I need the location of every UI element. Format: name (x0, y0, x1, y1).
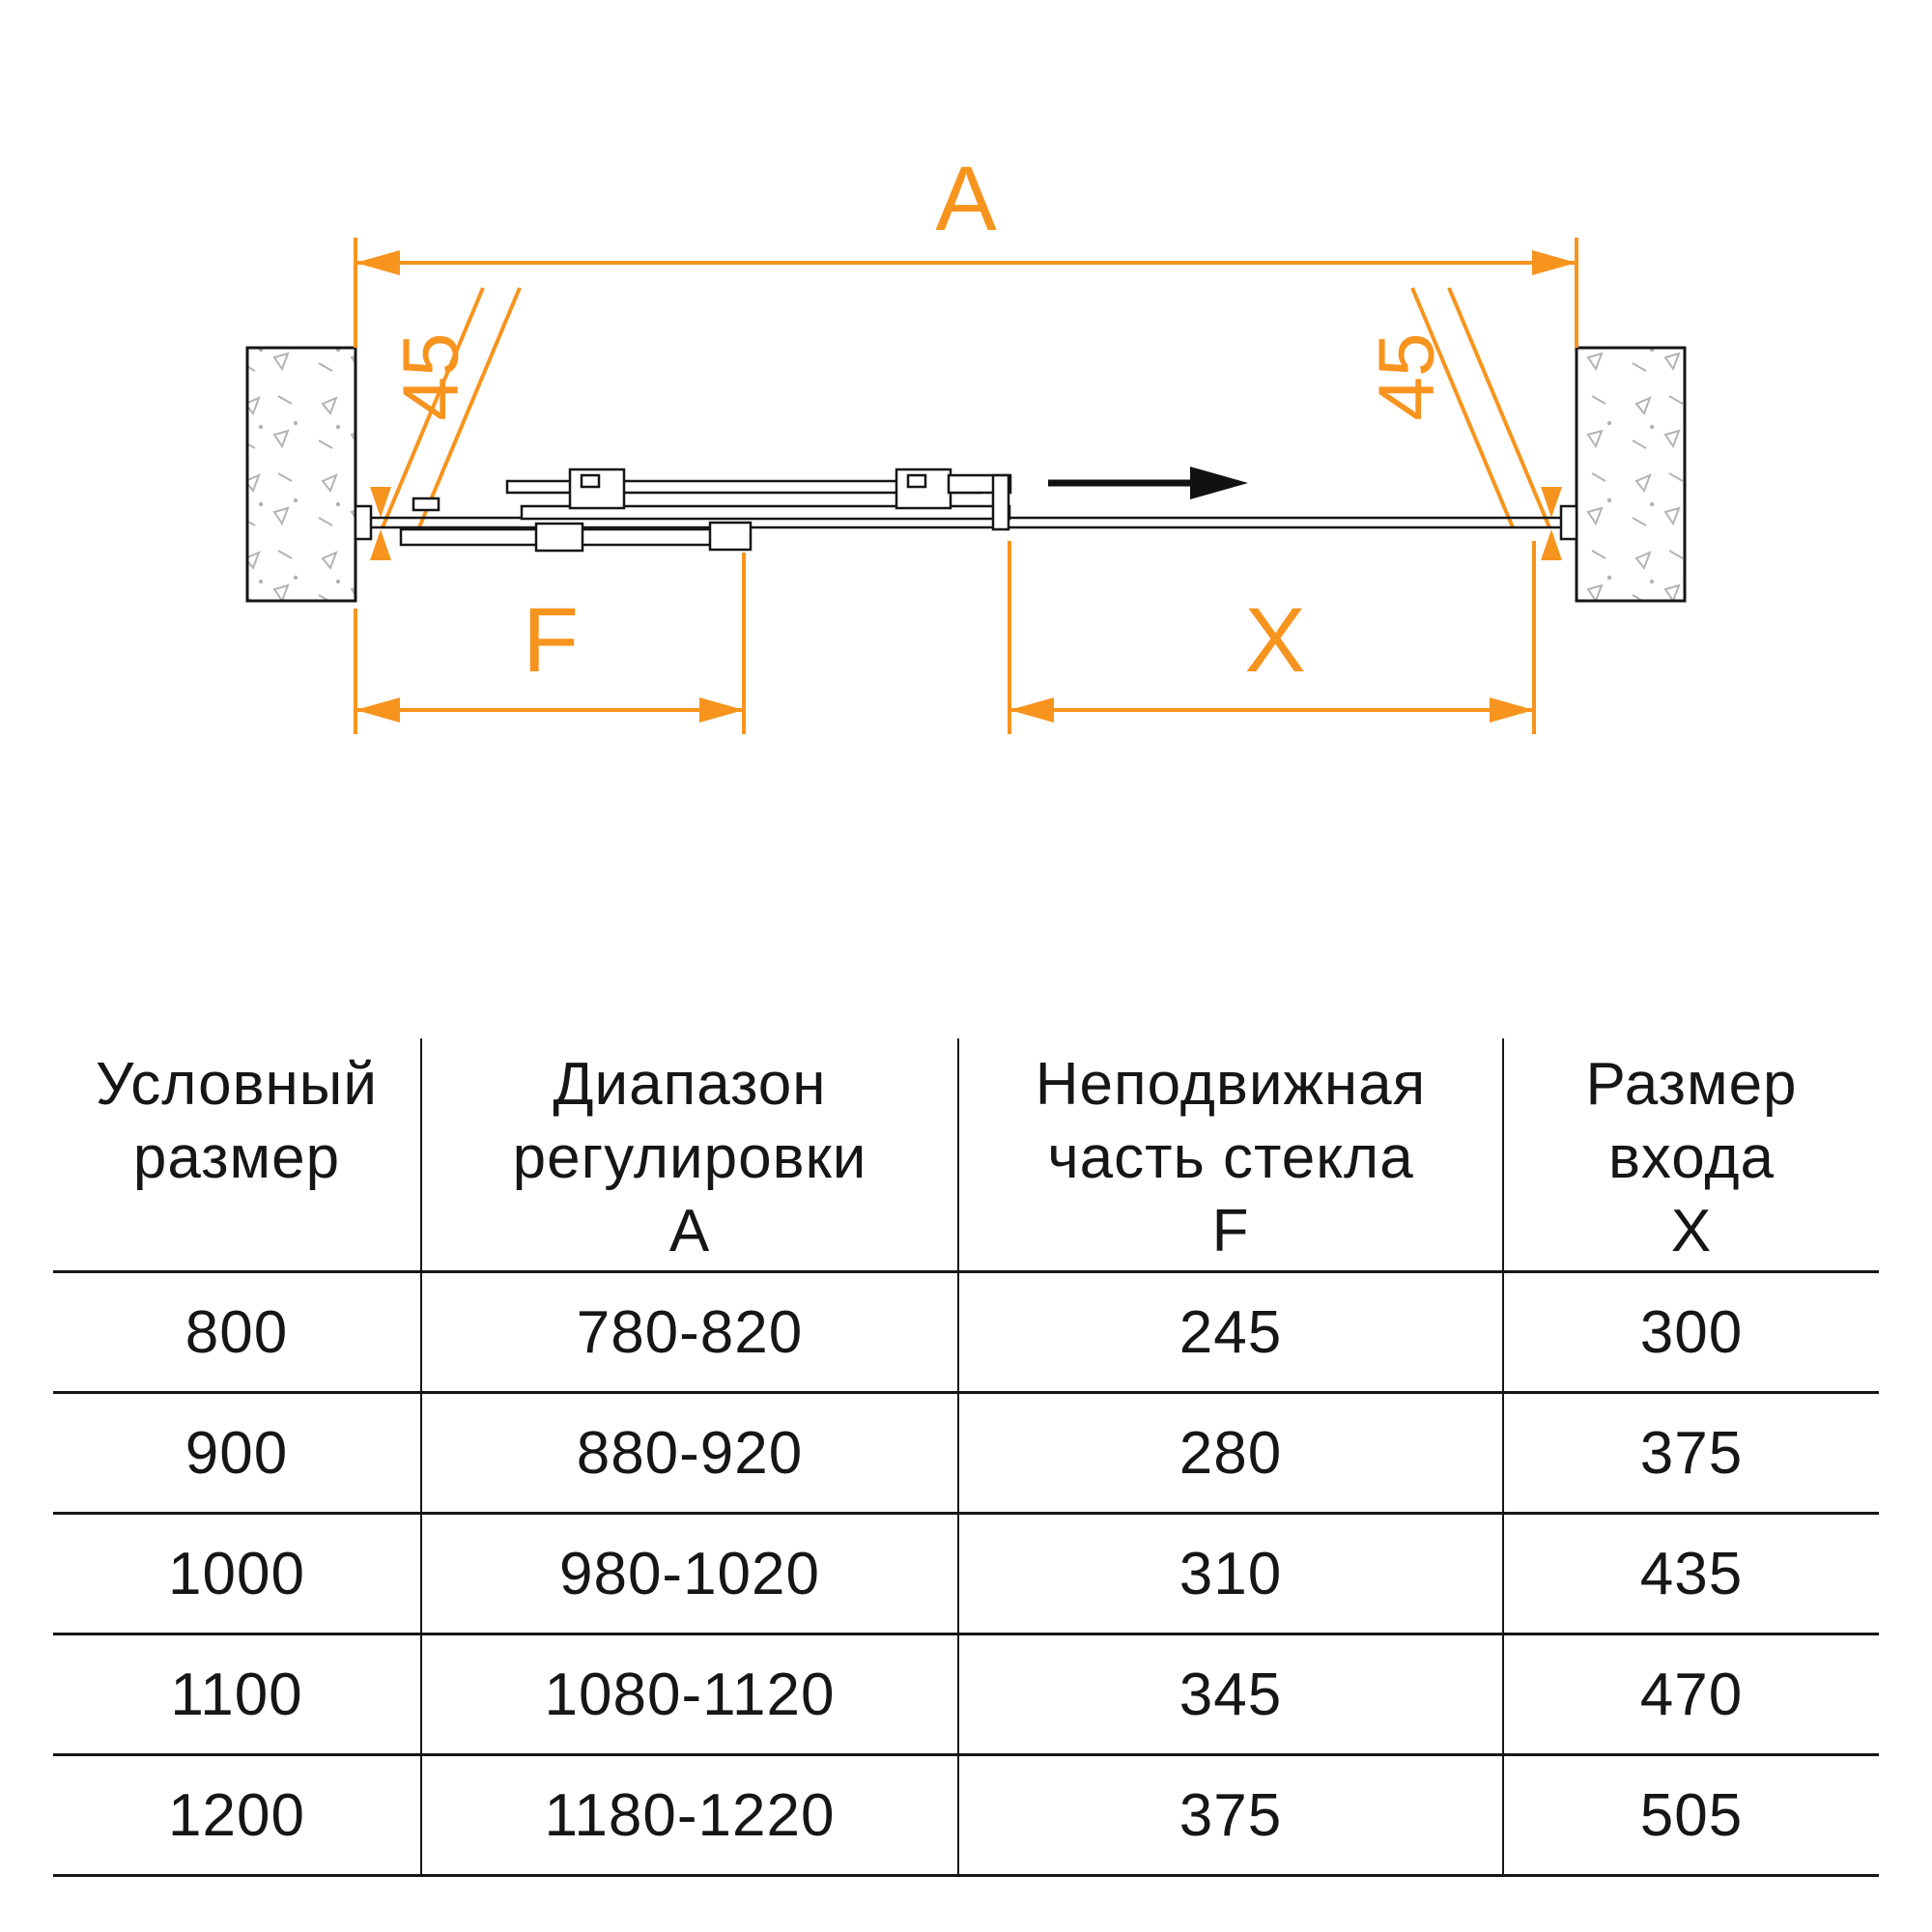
cell-entry-size: 300 (1504, 1273, 1879, 1394)
col-header-entry-size: Размер входа Х (1504, 1038, 1879, 1273)
dimension-a-label: A (935, 148, 997, 250)
cell-nominal-size: 900 (53, 1394, 422, 1515)
header-line: Условный (96, 1051, 378, 1118)
dimension-45-left-label: 45 (387, 332, 475, 420)
col-header-adjust-range: Диапазон регулировки А (422, 1038, 959, 1273)
cell-adjust-range: 1180-1220 (422, 1756, 959, 1877)
door-mechanism (354, 468, 1578, 553)
dimension-45-right-label: 45 (1363, 332, 1451, 420)
dim-f-arrow-right (699, 697, 744, 723)
slide-arrow-head (1190, 467, 1248, 499)
cell-entry-size: 505 (1504, 1756, 1879, 1877)
cell-entry-size: 470 (1504, 1635, 1879, 1756)
cell-adjust-range: 980-1020 (422, 1515, 959, 1635)
cell-nominal-size: 1000 (53, 1515, 422, 1635)
slide-direction-arrow (1048, 467, 1248, 499)
header-line: А (668, 1198, 711, 1264)
right-wall-profile (1559, 504, 1578, 541)
dim-45-right-arrow-up (1541, 529, 1562, 560)
size-table: Условный размер Диапазон регулировки А Н… (53, 1038, 1879, 1877)
cell-adjust-range: 880-920 (422, 1394, 959, 1515)
cell-fixed-glass: 375 (959, 1756, 1504, 1877)
roller-left-detail (580, 473, 601, 489)
dimension-f (354, 553, 746, 734)
header-line: Размер (1585, 1051, 1798, 1118)
header-line: размер (132, 1124, 341, 1191)
fixed-panel-holder (412, 497, 440, 512)
cell-nominal-size: 1200 (53, 1756, 422, 1877)
dimension-45-left (370, 287, 522, 560)
header-line: часть стекла (1047, 1124, 1414, 1191)
dim-45-left-leader-2 (417, 287, 522, 528)
cell-entry-size: 435 (1504, 1515, 1879, 1635)
cell-fixed-glass: 280 (959, 1394, 1504, 1515)
header-line: F (1211, 1198, 1250, 1264)
dimension-45-right (1410, 287, 1562, 560)
dim-45-left-arrow-up (370, 529, 391, 560)
dimension-a (354, 238, 1578, 348)
cell-fixed-glass: 245 (959, 1273, 1504, 1394)
cell-adjust-range: 780-820 (422, 1273, 959, 1394)
dim-45-right-leader-2 (1410, 287, 1515, 528)
installation-diagram: A 45 45 (245, 148, 1687, 734)
col-header-nominal-size: Условный размер (53, 1038, 422, 1273)
glass-clamp-left (534, 522, 584, 553)
dim-45-right-leader-1 (1447, 287, 1551, 528)
cell-fixed-glass: 310 (959, 1515, 1504, 1635)
col-header-fixed-glass: Неподвижная часть стекла F (959, 1038, 1504, 1273)
right-wall-section (1575, 346, 1687, 603)
handle-profile (991, 473, 1010, 531)
dim-f-arrow-left (355, 697, 400, 723)
dim-a-arrow-left (355, 250, 400, 275)
dim-a-arrow-right (1532, 250, 1577, 275)
header-line: регулировки (512, 1124, 867, 1191)
header-line: входа (1607, 1124, 1776, 1191)
dim-x-arrow-left (1009, 697, 1054, 723)
cell-nominal-size: 1100 (53, 1635, 422, 1756)
header-line: Неподвижная (1035, 1051, 1427, 1118)
dim-x-arrow-right (1490, 697, 1534, 723)
left-wall-profile (354, 504, 373, 541)
dim-45-left-leader-1 (381, 287, 485, 528)
cell-fixed-glass: 345 (959, 1635, 1504, 1756)
left-wall-section (245, 346, 357, 603)
left-wall (245, 346, 357, 603)
cell-entry-size: 375 (1504, 1394, 1879, 1515)
dim-45-right-arrow-down (1541, 487, 1562, 518)
glass-clamp-right (708, 521, 753, 552)
cell-adjust-range: 1080-1120 (422, 1635, 959, 1756)
dimension-x (1008, 541, 1536, 734)
dim-45-left-arrow-down (370, 487, 391, 518)
right-wall (1575, 346, 1687, 603)
dimension-f-label: F (523, 589, 579, 692)
roller-right-detail (906, 473, 927, 489)
header-line: Диапазон (553, 1051, 827, 1118)
header-line: Х (1670, 1198, 1713, 1264)
dimension-x-label: X (1244, 589, 1305, 692)
cell-nominal-size: 800 (53, 1273, 422, 1394)
